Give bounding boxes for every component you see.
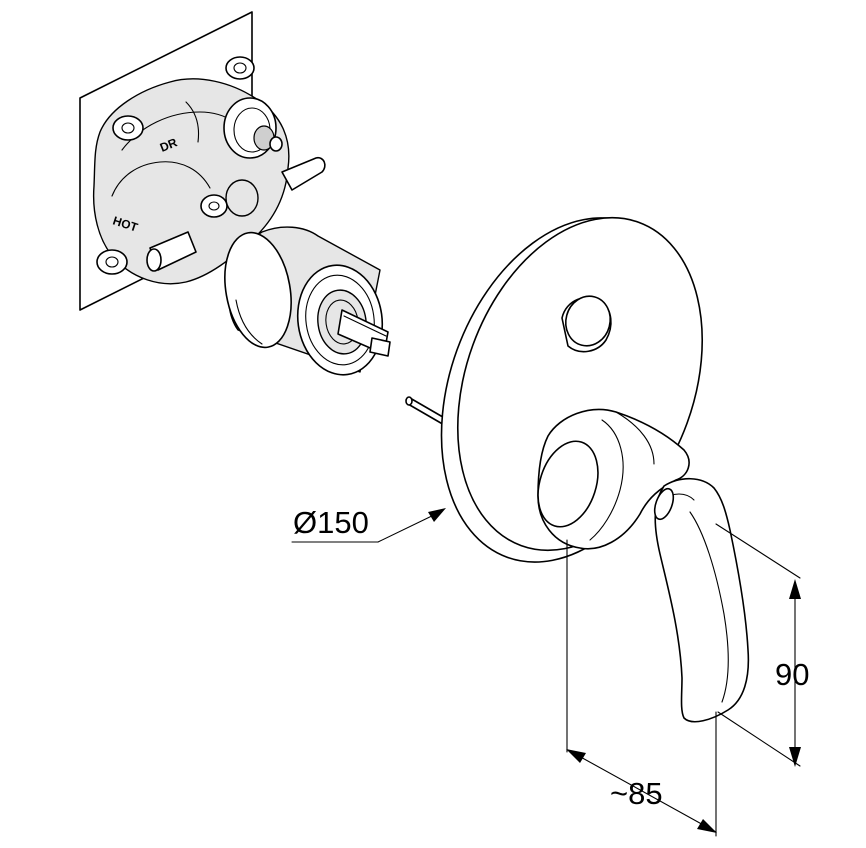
upper-port: [223, 97, 283, 159]
dimension-diameter: Ø150: [291, 505, 446, 543]
dimension-height: 90: [715, 523, 809, 767]
trim-set: [405, 216, 750, 723]
mixer-lever: [537, 408, 750, 723]
lever-handle: [654, 477, 750, 723]
depth-label: ~85: [610, 776, 663, 811]
diverter-button: [561, 295, 612, 353]
concealed-valve-body: DR HOT: [79, 11, 391, 376]
dr-marking: DR: [158, 135, 180, 155]
casting-contour-2: [111, 161, 211, 197]
casting-contour-3: [185, 101, 200, 143]
side-outlet: [225, 156, 326, 217]
diameter-label: Ø150: [293, 505, 369, 540]
height-label: 90: [775, 657, 809, 692]
dimension-depth: ~85: [566, 539, 717, 837]
mounting-ears: [96, 56, 255, 275]
mixing-cartridge: [224, 226, 391, 376]
